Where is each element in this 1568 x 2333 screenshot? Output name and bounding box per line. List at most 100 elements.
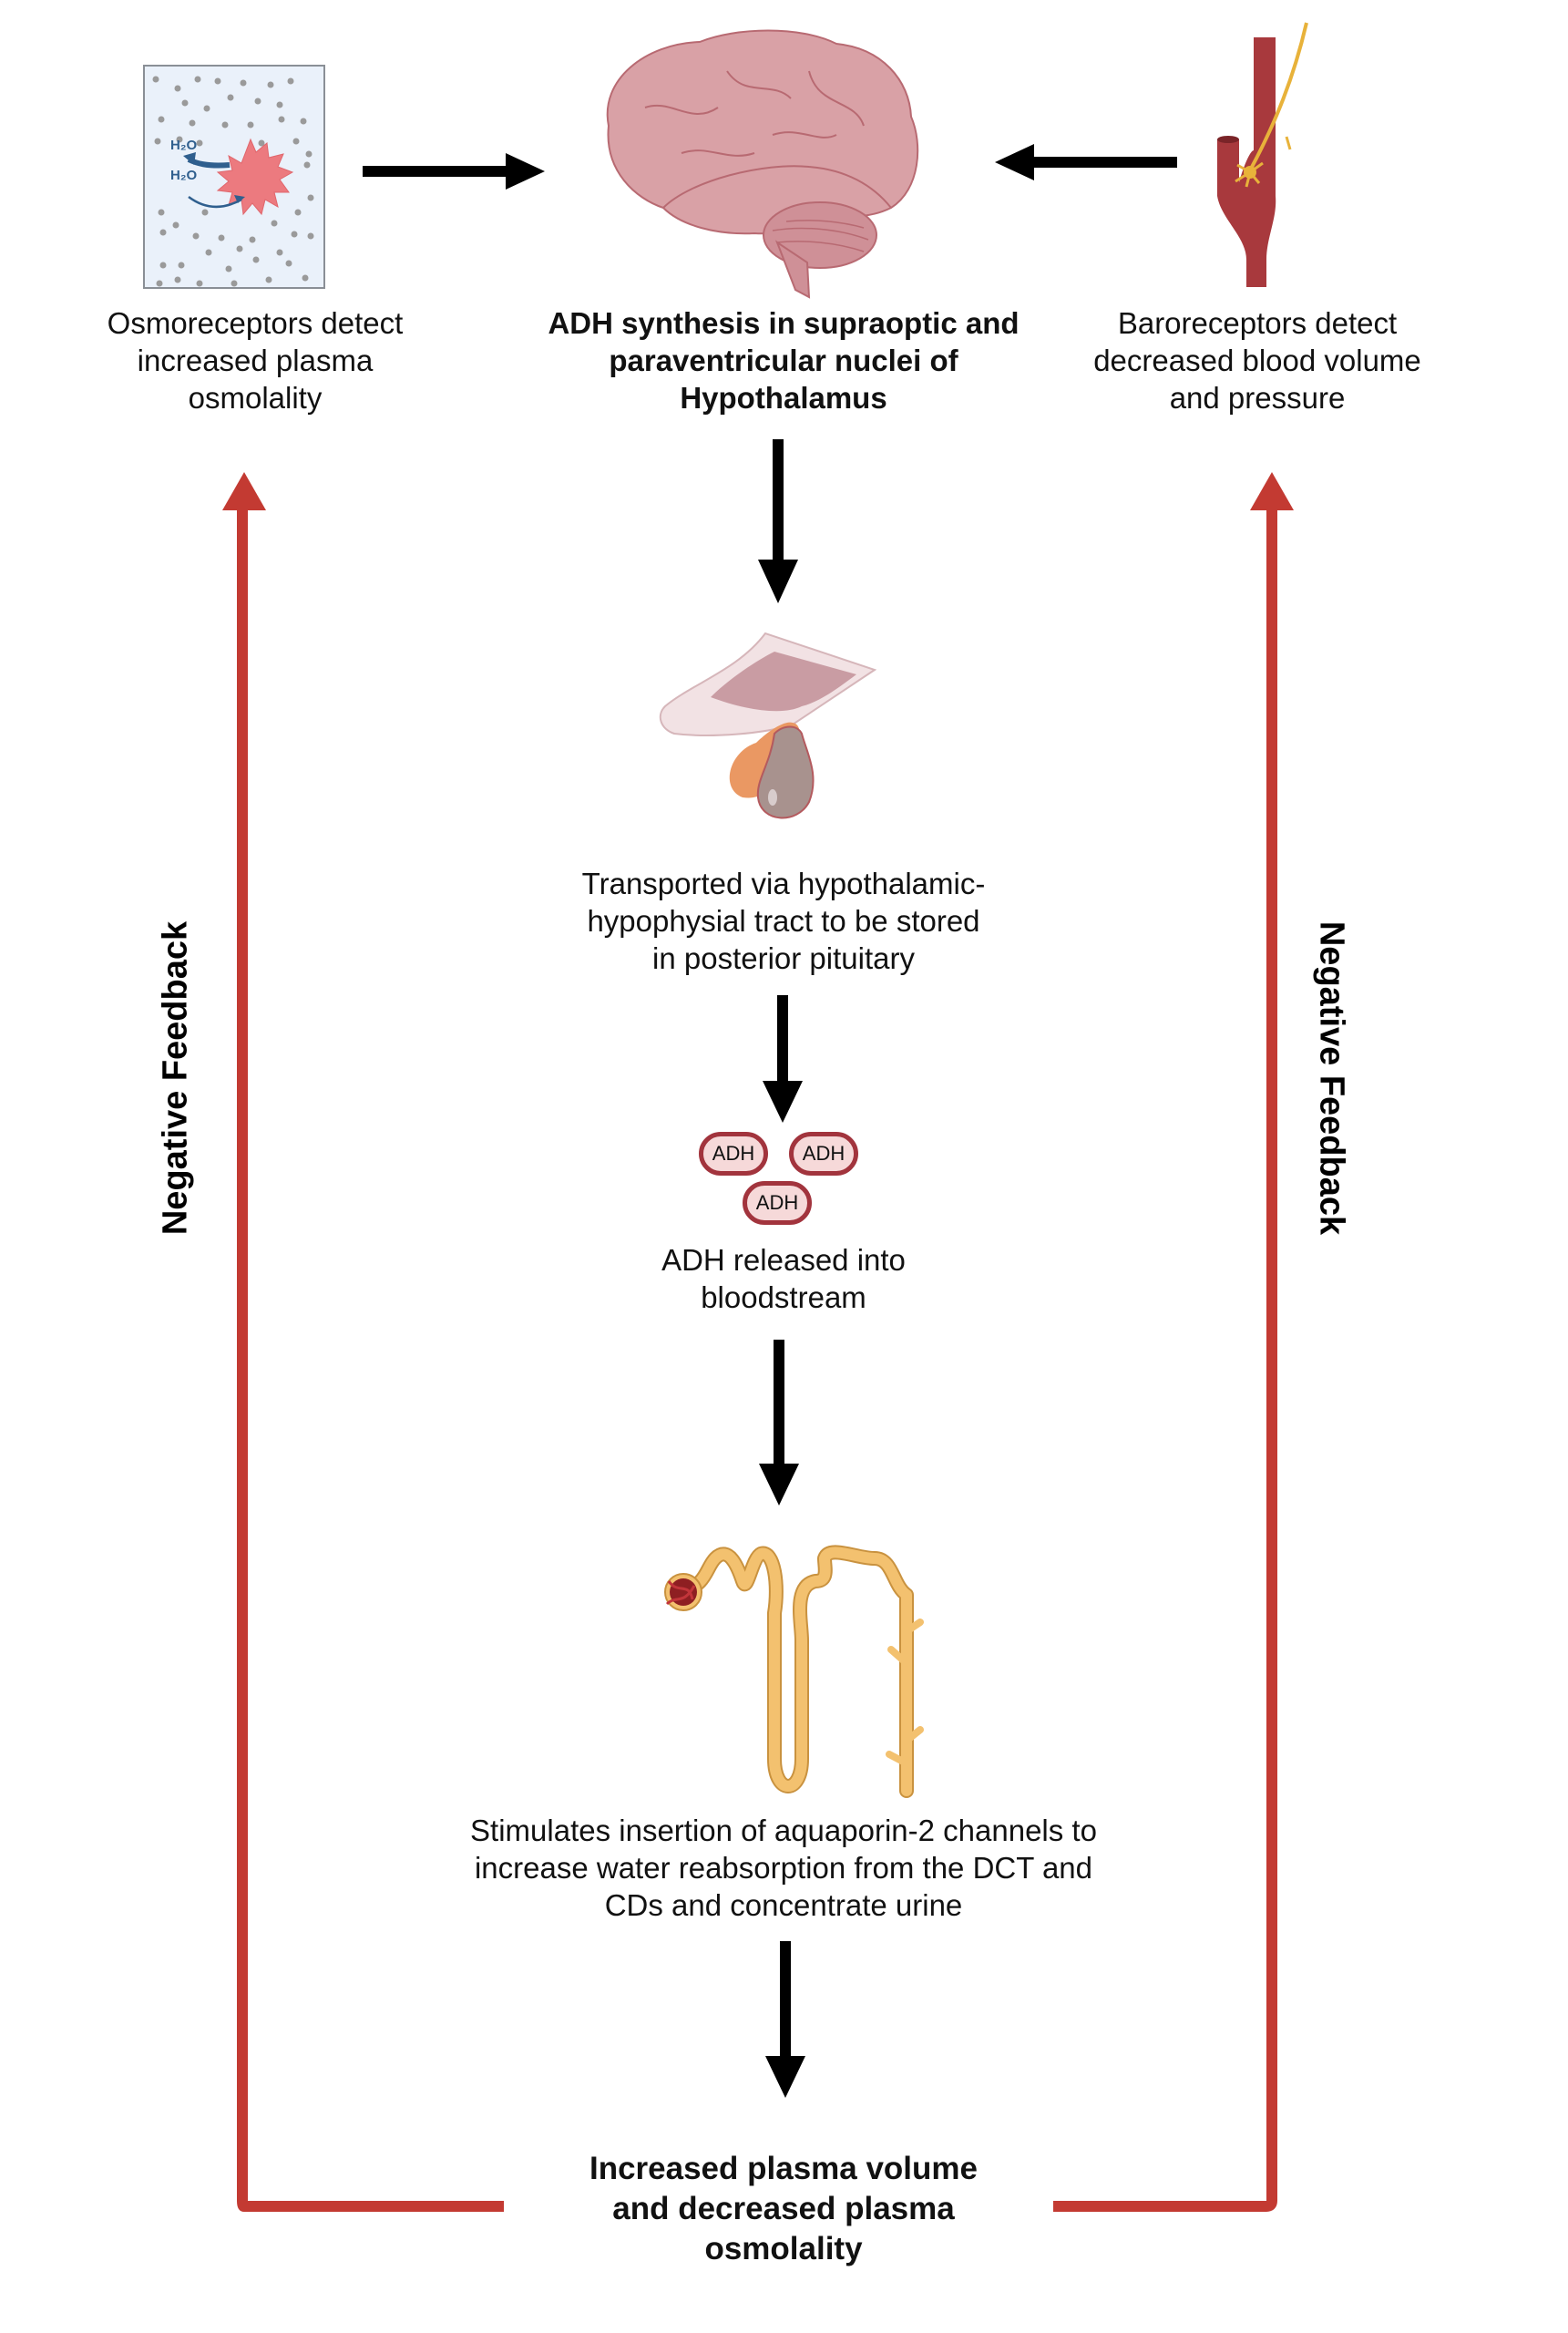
nephron-illustration: [656, 1531, 929, 1804]
solute-particle: [178, 262, 185, 269]
text-line: osmolality: [704, 2231, 863, 2266]
solute-particle: [254, 98, 261, 105]
text-line: increase water reabsorption from the DCT…: [474, 1851, 1093, 1885]
text-line: hypophysial tract to be stored: [587, 904, 980, 938]
solute-particle: [189, 119, 196, 127]
text-line: paraventricular nuclei of: [609, 344, 958, 377]
arrow-osmo-to-hypothalamus: [363, 153, 545, 190]
solute-particle: [292, 138, 300, 145]
text-line: Transported via hypothalamic-: [581, 867, 986, 900]
text-line: decreased blood volume: [1093, 344, 1421, 377]
solute-particle: [294, 209, 302, 216]
solute-particle: [305, 150, 313, 158]
solute-particle: [300, 118, 307, 125]
feedback-arrowhead-right: [1250, 472, 1294, 510]
solute-particle: [203, 105, 210, 112]
negative-feedback-label-right: Negative Feedback: [1312, 920, 1351, 1236]
osmoreceptor-cell-icon: H₂O H₂O: [143, 65, 325, 289]
solute-particle: [172, 221, 179, 229]
water-label: H₂O: [170, 138, 197, 153]
text-line: bloodstream: [701, 1280, 866, 1314]
text-line: Hypothalamus: [680, 381, 887, 415]
text-line: and decreased plasma: [612, 2191, 955, 2226]
solute-particle: [271, 220, 278, 227]
solute-particle: [201, 209, 209, 216]
adh-molecule: ADH: [699, 1132, 768, 1176]
solute-particle: [196, 139, 203, 147]
solute-particle: [303, 161, 311, 169]
arrow-baro-to-hypothalamus: [995, 144, 1177, 180]
solute-particle: [196, 280, 203, 287]
osmoreceptor-illustration: H₂O H₂O: [143, 65, 325, 289]
baroreceptors-label: Baroreceptors detect decreased blood vol…: [1066, 304, 1449, 416]
solute-particle: [276, 101, 283, 108]
arrow-hypothalamus-to-pituitary: [758, 439, 798, 603]
text-line: in posterior pituitary: [652, 941, 915, 975]
arrow-kidney-to-outcome: [765, 1941, 805, 2098]
text-line: CDs and concentrate urine: [604, 1888, 963, 1922]
arrow-left-icon: [995, 144, 1177, 180]
brain-icon: [606, 29, 919, 299]
solute-particle: [225, 265, 232, 272]
solute-particle: [174, 276, 181, 283]
water-label: H₂O: [170, 168, 197, 183]
arrow-down-icon: [758, 439, 798, 603]
solute-particle: [247, 121, 254, 128]
solute-particle: [252, 256, 260, 263]
release-label: ADH released into bloodstream: [601, 1241, 966, 1316]
solute-particle: [156, 280, 163, 287]
solute-particle: [205, 249, 212, 256]
text-line: and pressure: [1169, 381, 1346, 415]
arrow-down-icon: [759, 1340, 799, 1506]
nephron-icon: [664, 1545, 924, 1798]
solute-particle: [194, 76, 201, 83]
solute-particle: [159, 229, 167, 236]
text-line: Osmoreceptors detect: [107, 306, 404, 340]
solute-particle: [174, 85, 181, 92]
solute-particle: [240, 79, 247, 87]
osmoreceptors-label: Osmoreceptors detect increased plasma os…: [73, 304, 437, 416]
solute-particle: [276, 249, 283, 256]
solute-particle: [249, 236, 256, 243]
pituitary-illustration: [656, 615, 902, 834]
adh-molecule: ADH: [743, 1181, 812, 1225]
solute-particle: [154, 138, 161, 145]
pituitary-label: Transported via hypothalamic- hypophysia…: [528, 865, 1039, 977]
solute-particle: [176, 136, 183, 143]
solute-particle: [227, 94, 234, 101]
solute-particle: [159, 262, 167, 269]
solute-particle: [214, 77, 221, 85]
outcome-label: Increased plasma volume and decreased pl…: [538, 2149, 1030, 2269]
solute-particle: [221, 121, 229, 128]
solute-particle: [267, 81, 274, 88]
solute-particle: [287, 77, 294, 85]
arrow-right-icon: [363, 153, 545, 190]
solute-particle: [158, 209, 165, 216]
text-line: ADH released into: [661, 1243, 906, 1277]
text-line: osmolality: [188, 381, 323, 415]
solute-particle: [302, 274, 309, 282]
hypothalamus-label: ADH synthesis in supraoptic and paravent…: [538, 304, 1030, 416]
text-line: Stimulates insertion of aquaporin-2 chan…: [470, 1814, 1097, 1847]
solute-particle: [258, 139, 265, 147]
arrow-pituitary-to-release: [763, 995, 803, 1123]
text-line: Baroreceptors detect: [1117, 306, 1398, 340]
pituitary-gland-icon: [659, 632, 877, 819]
feedback-line-left: [237, 510, 504, 2212]
arrow-down-icon: [763, 995, 803, 1123]
solute-particle: [236, 245, 243, 252]
text-line: increased plasma: [137, 344, 374, 377]
solute-particle: [218, 234, 225, 242]
solute-particle: [285, 260, 292, 267]
text-line: Increased plasma volume: [589, 2151, 979, 2186]
carotid-artery-icon: [1217, 22, 1308, 287]
negative-feedback-label-left: Negative Feedback: [156, 920, 195, 1236]
solute-particle: [307, 194, 314, 201]
solute-particle: [181, 99, 189, 107]
solute-particle: [158, 116, 165, 123]
solute-particle: [231, 280, 238, 287]
kidney-label: Stimulates insertion of aquaporin-2 chan…: [437, 1812, 1130, 1924]
solute-particle: [307, 232, 314, 240]
feedback-line-right: [1053, 510, 1277, 2212]
arrow-release-to-kidney: [759, 1340, 799, 1506]
